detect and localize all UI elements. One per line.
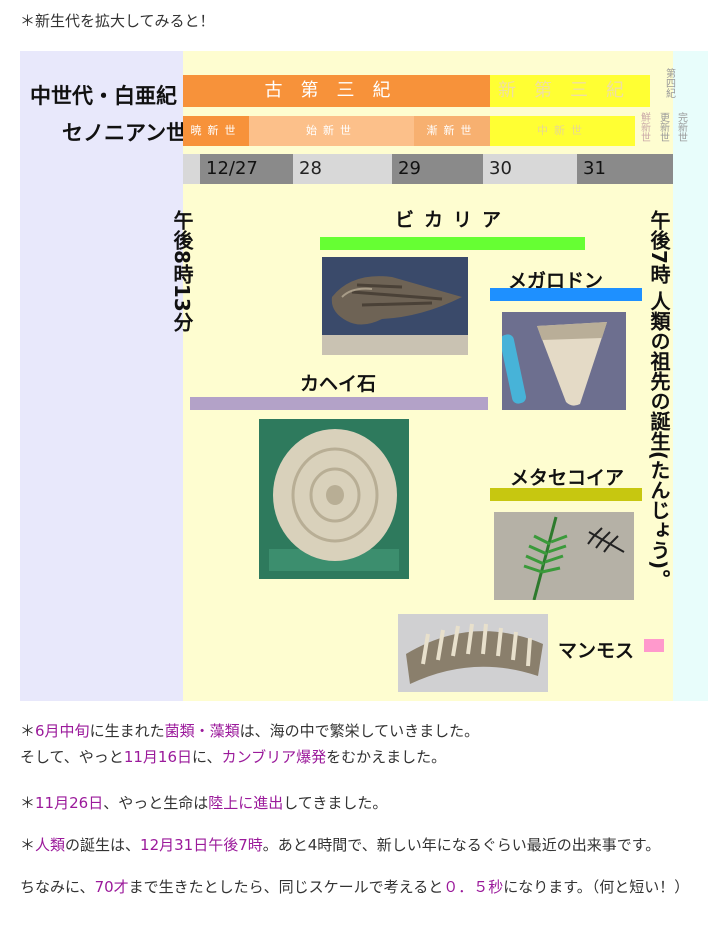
text: してきました。 <box>283 794 388 812</box>
highlight-date: 11月16日 <box>123 748 192 766</box>
human-ancestor-note: 午後7時 人類の祖先の誕生(たんじょう)。 <box>647 210 671 590</box>
date-dec31: 31 <box>577 154 673 184</box>
date-dec27: 12/27 <box>200 154 293 184</box>
era-quaternary: 第四紀 <box>663 68 675 98</box>
intro-text: ＊新生代を拡大してみると！ <box>20 12 215 30</box>
highlight-age: 70才 <box>94 878 129 896</box>
megalodon-label: メガロドン <box>508 270 604 292</box>
highlight-date: 11月26日 <box>35 794 104 812</box>
era-neogene: 新第三紀 <box>490 75 650 107</box>
text: をむかえました。 <box>326 748 447 766</box>
text: ＊ <box>20 794 36 812</box>
nummulites-bar <box>190 397 488 410</box>
metasequoia-bar <box>490 488 642 501</box>
paragraph-fungi: ＊6月中旬に生まれた菌類・藻類は、海の中で繁栄していきました。 そして、やっと1… <box>20 718 710 770</box>
text: に、 <box>192 748 222 766</box>
text: そして、やっと <box>20 748 124 766</box>
vicarya-photo <box>322 257 468 355</box>
text: 。あと4時間で、新しい年になるぐらい最近の出来事です。 <box>262 836 661 854</box>
vicarya-label: ビカリア <box>395 209 512 231</box>
highlight-term: 人類 <box>35 836 66 854</box>
highlight-date: 6月中旬 <box>35 722 90 740</box>
mammoth-bar <box>644 639 664 652</box>
text: まで生きたとしたら、同じスケールで考えると <box>128 878 444 896</box>
text: ＊ <box>20 722 36 740</box>
date-dec28: 28 <box>293 154 392 184</box>
metasequoia-label: メタセコイア <box>510 467 625 489</box>
nummulites-photo <box>259 419 409 579</box>
date-dec30: 30 <box>483 154 577 184</box>
vicarya-bar <box>320 237 585 250</box>
paragraph-humans: ＊人類の誕生は、12月31日午後7時。あと4時間で、新しい年になるぐらい最近の出… <box>20 832 710 858</box>
holocene-area <box>673 51 708 701</box>
highlight-term: 菌類・藻類 <box>164 722 240 740</box>
epoch-eocene: 始新世 <box>249 116 414 146</box>
era-paleogene: 古第三紀 <box>183 75 490 107</box>
epoch-oligocene: 漸新世 <box>414 116 490 146</box>
mammoth-photo <box>398 614 548 692</box>
era-row-label: 中世代・白亜紀 <box>30 84 177 108</box>
paragraph-fungi-line2: そして、やっと11月16日に、カンブリア爆発をむかえました。 <box>20 744 710 770</box>
start-time-note: 午後8時13分 <box>170 210 194 332</box>
text: は、海の中で繁栄していきました。 <box>239 722 480 740</box>
nummulites-label: カヘイ石 <box>300 373 377 395</box>
epoch-pliocene: 鮮新世 <box>638 112 650 142</box>
megalodon-bar <box>490 288 642 301</box>
epoch-holocene: 完新世 <box>675 112 687 142</box>
text: に生まれた <box>89 722 165 740</box>
epoch-pleistocene: 更新世 <box>657 112 669 142</box>
paragraph-fungi-line1: ＊6月中旬に生まれた菌類・藻類は、海の中で繁栄していきました。 <box>20 718 710 744</box>
epoch-row-label: セノニアン世 <box>62 121 188 145</box>
metasequoia-photo <box>494 512 634 600</box>
paragraph-scale: ちなみに、70才まで生きたとしたら、同じスケールで考えると０．５秒になります。（… <box>20 874 710 900</box>
text: 、やっと生命は <box>103 794 209 812</box>
highlight-date: 12月31日午後7時 <box>140 836 263 854</box>
highlight-term: 陸上に進出 <box>208 794 284 812</box>
text: ちなみに、 <box>20 878 95 896</box>
highlight-term: カンブリア爆発 <box>221 748 327 766</box>
highlight-seconds: ０．５秒 <box>443 878 504 896</box>
text: になります。（何と短い！） <box>503 878 690 896</box>
epoch-paleocene: 暁新世 <box>183 116 249 146</box>
paragraph-land: ＊11月26日、やっと生命は陸上に進出してきました。 <box>20 790 710 816</box>
epoch-miocene: 中新世 <box>490 116 635 146</box>
text: ＊ <box>20 836 36 854</box>
mammoth-label: マンモス <box>558 640 635 662</box>
megalodon-photo <box>502 312 626 410</box>
text: の誕生は、 <box>65 836 141 854</box>
date-dec29: 29 <box>392 154 483 184</box>
